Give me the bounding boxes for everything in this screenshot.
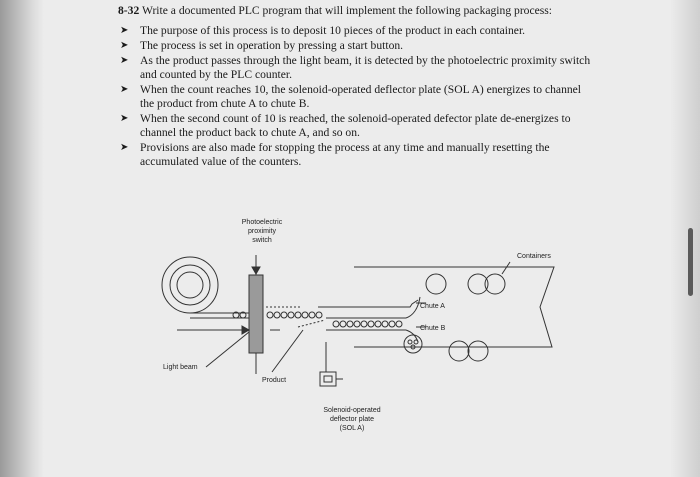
list-item: ➤ The purpose of this process is to depos… bbox=[118, 24, 598, 38]
arrow-bullet-icon: ➤ bbox=[120, 113, 129, 124]
problem-heading: 8-32 Write a documented PLC program that… bbox=[118, 4, 598, 18]
chute-a-label: Chute A bbox=[420, 303, 445, 310]
arrow-bullet-icon: ➤ bbox=[120, 55, 129, 66]
photoelectric-sensor bbox=[248, 274, 264, 354]
page-right-shadow bbox=[670, 0, 700, 477]
container bbox=[467, 273, 489, 295]
list-item-text: As the product passes through the light … bbox=[140, 54, 591, 81]
switch-label-line-2: proximity bbox=[248, 228, 277, 235]
list-item-text: The purpose of this process is to deposi… bbox=[140, 24, 526, 37]
arrow-bullet-icon: ➤ bbox=[120, 25, 129, 36]
solenoid-deflector-icon bbox=[319, 371, 337, 387]
list-item-text: When the second count of 10 is reached, … bbox=[140, 112, 571, 139]
packaging-process-diagram: Photoelectric proximity switch Container… bbox=[161, 219, 555, 432]
container bbox=[467, 340, 489, 362]
containers-label: Containers bbox=[517, 253, 551, 260]
list-item: ➤ Provisions are also made for stopping t… bbox=[118, 141, 598, 169]
chute-b-label: Chute B bbox=[420, 325, 446, 332]
container bbox=[448, 340, 470, 362]
problem-statement: 8-32 Write a documented PLC program that… bbox=[118, 4, 598, 170]
requirements-list: ➤ The purpose of this process is to depos… bbox=[118, 24, 598, 169]
switch-label-line-3: switch bbox=[252, 237, 272, 244]
list-item: ➤ When the count reaches 10, the solenoid… bbox=[118, 83, 598, 111]
list-item: ➤ As the product passes through the light… bbox=[118, 54, 598, 82]
problem-number: 8-32 bbox=[118, 4, 140, 17]
container bbox=[484, 273, 506, 295]
page-left-shadow bbox=[0, 0, 44, 477]
list-item: ➤ When the second count of 10 is reached,… bbox=[118, 112, 598, 140]
light-beam-label: Light beam bbox=[163, 364, 198, 371]
problem-intro: Write a documented PLC program that will… bbox=[141, 4, 553, 17]
arrow-bullet-icon: ➤ bbox=[120, 40, 129, 51]
chute-b-collected bbox=[403, 334, 423, 354]
solenoid-label-line-1: Solenoid-operated bbox=[323, 407, 380, 414]
arrow-bullet-icon: ➤ bbox=[120, 142, 129, 153]
scrollbar-thumb[interactable] bbox=[688, 228, 693, 296]
solenoid-label-line-3: (SOL A) bbox=[340, 425, 365, 432]
arrow-bullet-icon: ➤ bbox=[120, 84, 129, 95]
list-item: ➤ The process is set in operation by pres… bbox=[118, 39, 598, 53]
product-label: Product bbox=[262, 377, 286, 384]
container bbox=[425, 273, 447, 295]
solenoid-label-line-2: deflector plate bbox=[330, 416, 374, 423]
list-item-text: The process is set in operation by press… bbox=[140, 39, 404, 52]
list-item-text: When the count reaches 10, the solenoid-… bbox=[140, 83, 582, 110]
switch-label-line-1: Photoelectric bbox=[242, 219, 283, 226]
product-stream bbox=[232, 311, 323, 319]
list-item-text: Provisions are also made for stopping th… bbox=[140, 141, 550, 168]
